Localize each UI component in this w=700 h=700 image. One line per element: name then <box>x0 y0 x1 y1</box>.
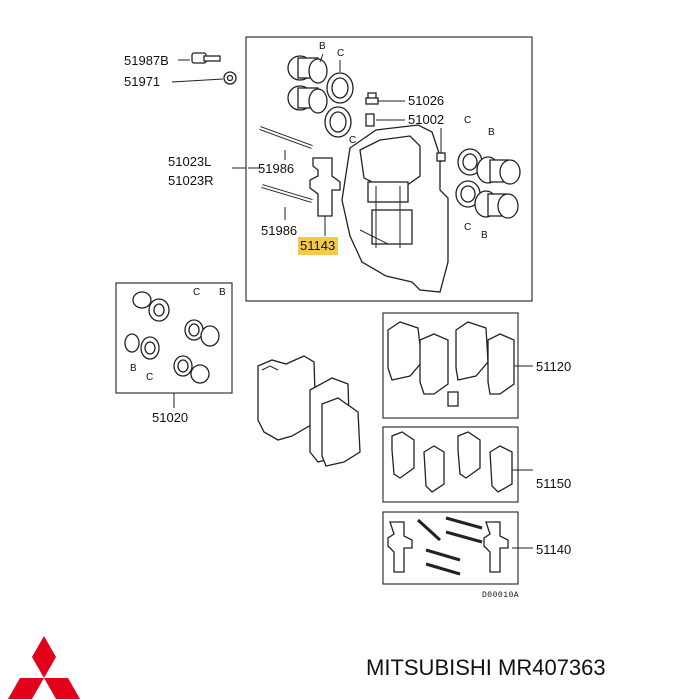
label-51143: 51143 <box>298 237 339 255</box>
seal-kit-part <box>124 291 220 408</box>
diamond-right <box>44 678 80 699</box>
label-51986-top: 51986 <box>258 161 295 176</box>
label-51023r: 51023R <box>168 173 214 188</box>
label-51140: 51140 <box>536 542 572 557</box>
label-51150: 51150 <box>536 476 572 491</box>
letter-b-top-left: B <box>319 41 326 52</box>
label-51002: 51002 <box>408 112 445 127</box>
brand-part-number: MITSUBISHI MR407363 <box>366 655 606 680</box>
spring-plate-part <box>309 157 341 236</box>
label-51971: 51971 <box>124 74 161 89</box>
letter-c-top-left: C <box>337 48 345 59</box>
letter-c-seal-bottom: C <box>146 372 154 383</box>
guide-pin-bottom <box>261 184 313 203</box>
label-51143-highlighted: 51143 <box>298 237 339 255</box>
caliper-body-part <box>341 124 449 293</box>
letter-c-piston-mid: C <box>349 135 357 146</box>
washer-part <box>171 71 237 85</box>
pad-kit-part <box>387 321 533 407</box>
fitting-51026 <box>365 92 405 105</box>
letter-b-seal-bottom: B <box>130 363 137 374</box>
guide-pin-top <box>259 126 313 149</box>
letter-b-right-top: B <box>488 127 495 138</box>
shim-kit-frame <box>382 426 519 503</box>
label-51986-bottom: 51986 <box>261 223 298 238</box>
diamond-left <box>8 678 44 699</box>
fitting-51002 <box>365 113 405 127</box>
label-51026: 51026 <box>408 93 445 108</box>
diagram-code: D00010A <box>482 591 520 600</box>
label-51987b: 51987B <box>124 53 169 68</box>
pin-kit-part <box>387 516 533 576</box>
brake-pad-inner <box>309 377 361 467</box>
diamond-top <box>32 636 56 678</box>
label-51120: 51120 <box>536 359 572 374</box>
letter-c-seal-top: C <box>193 287 201 298</box>
label-51023l: 51023L <box>168 154 212 169</box>
label-51020: 51020 <box>152 410 189 425</box>
caliper-group-frame <box>245 36 533 302</box>
letter-c-right-top: C <box>464 115 472 126</box>
letter-b-seal-top: B <box>219 287 226 298</box>
letter-b-right-bottom: B <box>481 230 488 241</box>
bleeder-bolt-part <box>178 52 221 64</box>
mitsubishi-logo <box>8 636 80 699</box>
brake-pad-outer <box>257 355 317 441</box>
three-diamonds-icon <box>8 636 80 699</box>
piston-set-left <box>287 53 354 138</box>
letter-c-right-bottom: C <box>464 222 472 233</box>
piston-set-right <box>436 128 521 219</box>
shim-kit-part <box>391 431 533 493</box>
